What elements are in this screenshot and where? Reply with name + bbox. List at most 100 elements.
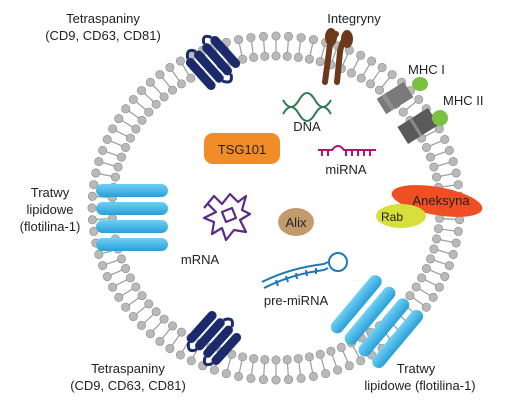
mrna-strand-icon (202, 192, 252, 242)
labels: Tetraspaniny (CD9, CD63, CD81) Integryny… (20, 11, 484, 393)
lipid-head (144, 107, 154, 117)
lipid-head (155, 70, 165, 80)
label-mrna: mRNA (181, 252, 220, 267)
lipid-head (417, 273, 427, 283)
lipid-head (405, 291, 415, 301)
dna-helix-icon (282, 92, 332, 122)
lipid-head (453, 180, 463, 190)
label-alix: Alix (286, 215, 307, 230)
lipid-head (429, 162, 439, 172)
lipid-head (186, 356, 196, 366)
lipid-head (326, 346, 336, 356)
lipid-head (260, 51, 270, 61)
label-tratwy-right: Tratwy (397, 361, 436, 376)
lipid-head (451, 238, 461, 248)
lipid-head (125, 133, 135, 143)
lipid-head (137, 320, 147, 330)
lipid-head (444, 145, 454, 155)
lipid-head (428, 292, 438, 302)
lipid-head (249, 354, 259, 364)
lipid-raft-bottom-right (330, 275, 424, 369)
lipid-head (421, 302, 431, 312)
label-lipidowe-left: lipidowe (27, 202, 74, 217)
lipid-head (411, 282, 421, 292)
lipid-head (414, 94, 424, 104)
lipid-head (421, 264, 431, 274)
lipid-head (94, 157, 104, 167)
lipid-head (367, 56, 377, 66)
lipid-head (155, 336, 165, 346)
lipid-head (258, 375, 268, 385)
lipid-head (175, 350, 185, 360)
lipid-head (432, 234, 442, 244)
lipid-head (102, 272, 112, 282)
lipid-head (387, 70, 397, 80)
label-mhc-1: MHC I (408, 62, 445, 77)
lipid-head (366, 79, 376, 89)
lipid-head (315, 349, 325, 359)
lipid-head (102, 134, 112, 144)
alix-protein (278, 208, 314, 236)
label-lipidowe-flotilina-right: lipidowe (flotilina-1) (364, 378, 475, 393)
lipid-head (304, 352, 314, 362)
lipid-head (114, 292, 124, 302)
lipid-head (271, 375, 281, 385)
lipid-head (94, 249, 104, 259)
lipid-head (321, 369, 331, 379)
lipid-head (434, 282, 444, 292)
lipid-head (137, 86, 147, 96)
lipid-head (159, 92, 169, 102)
lipid-head (128, 94, 138, 104)
lipid-head (429, 244, 439, 254)
lipid-head (234, 371, 244, 381)
lipid-head (87, 203, 97, 213)
lipid-head (234, 35, 244, 45)
tetraspanin-top-left (185, 34, 241, 91)
lipid-head (128, 312, 138, 322)
lipid-head (89, 226, 99, 236)
lipid-head (448, 157, 458, 167)
label-dna: DNA (293, 119, 321, 134)
lipid-head (137, 115, 147, 125)
lipid-head (89, 180, 99, 190)
label-pre-mirna: pre-miRNA (264, 293, 329, 308)
lipid-head (176, 79, 186, 89)
label-tetraspaniny-top: Tetraspaniny (66, 11, 140, 26)
lipid-head (440, 272, 450, 282)
integrin (322, 28, 353, 85)
lipid-head (356, 356, 366, 366)
lipid-head (426, 152, 436, 162)
lipid-head (114, 114, 124, 124)
lipid-head (108, 282, 118, 292)
lipid-head (271, 31, 281, 41)
lipid-head (451, 168, 461, 178)
label-aneksyna: Aneksyna (412, 193, 470, 208)
lipid-head (175, 56, 185, 66)
lipid-head (137, 291, 147, 301)
lipid-head (168, 321, 178, 331)
lipid-head (421, 142, 431, 152)
lipid-head (110, 172, 120, 182)
lipid-head (246, 373, 256, 383)
tsg101-protein (204, 133, 280, 164)
lipid-head (176, 327, 186, 337)
label-integryny: Integryny (327, 11, 381, 26)
label-flotilina-left: (flotilina-1) (20, 219, 81, 234)
label-tetraspaniny-bottom-cd: (CD9, CD63, CD81) (70, 378, 186, 393)
lipid-head (304, 54, 314, 64)
lipid-head (116, 152, 126, 162)
lipid-head (121, 264, 131, 274)
lipid-head (284, 31, 294, 41)
lipid-head (165, 62, 175, 72)
lipid-head (374, 85, 384, 95)
lipid-head (168, 85, 178, 95)
lipid-head (151, 307, 161, 317)
lipid-head (91, 168, 101, 178)
lipid-head (121, 302, 131, 312)
label-tetraspaniny-top-cd: (CD9, CD63, CD81) (45, 28, 161, 43)
lipid-head (284, 375, 294, 385)
lipid-head (432, 172, 442, 182)
lipid-head (98, 261, 108, 271)
label-rab: Rab (381, 210, 403, 224)
